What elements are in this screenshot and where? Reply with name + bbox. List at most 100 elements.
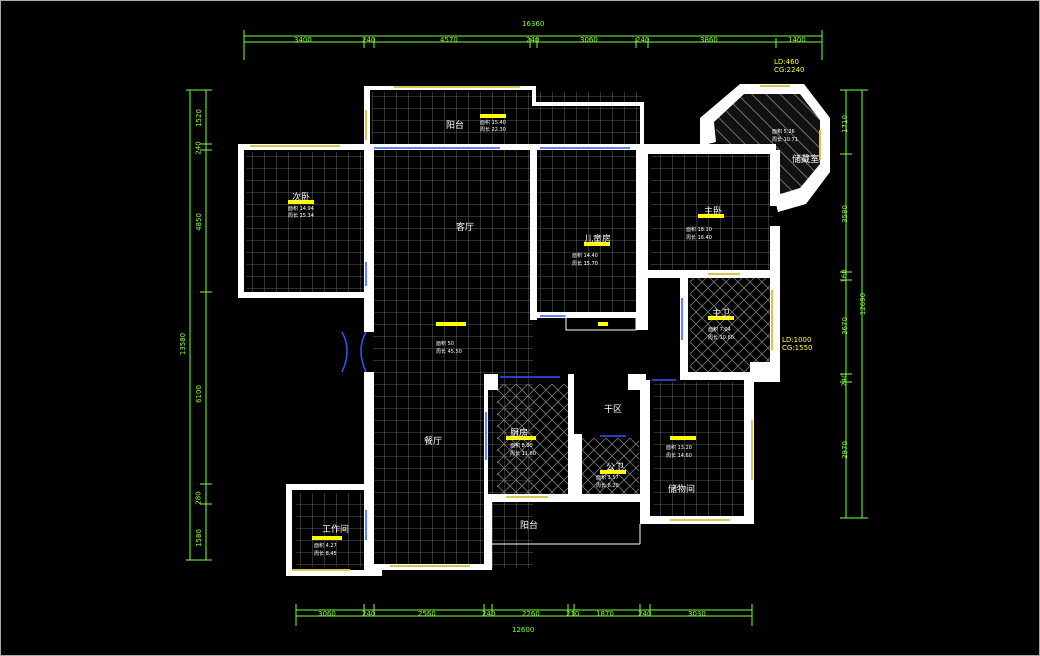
area-value: 15.40	[491, 120, 506, 126]
dim-right-part: 3580	[840, 205, 849, 223]
room-label-bath: 公卫	[606, 463, 625, 473]
area-value: 8.00	[521, 443, 533, 449]
room-label-child-room: 儿童房	[584, 235, 612, 245]
dim-left-total: 13580	[179, 332, 188, 356]
dim-top-part: 3860	[700, 36, 718, 44]
area-label: 面积	[572, 253, 583, 259]
note-ld-mid: LD:1000	[782, 336, 812, 344]
area-value: 18.10	[697, 227, 712, 233]
dimension-lines	[186, 30, 868, 626]
dim-top-part: 3060	[580, 36, 598, 44]
dim-right-part: 3670	[840, 317, 849, 335]
dim-top-part: 3400	[294, 36, 312, 44]
dim-left-part: 240	[194, 141, 203, 155]
perimeter-label: 周长	[596, 483, 607, 489]
room-label-bath-master: 主卫	[712, 309, 731, 319]
room-label-balcony-top: 阳台	[446, 121, 465, 131]
room-label-dining: 餐厅	[424, 437, 443, 447]
perimeter-value: 15.70	[583, 261, 598, 267]
area-value: 14.40	[583, 253, 598, 259]
dim-bottom-part: 240	[362, 610, 376, 618]
area-label: 面积	[288, 206, 299, 212]
room-label-study: 工作间	[322, 525, 350, 535]
note-cg-top: CG:2240	[774, 66, 805, 74]
room-label-kitchen: 厨房	[510, 429, 529, 439]
dim-left-part: 6100	[194, 385, 203, 403]
note-cg-mid: CG:1550	[782, 344, 813, 352]
dim-right-part: 240	[840, 373, 849, 387]
perimeter-value: 16.40	[697, 235, 712, 241]
dim-bottom-part: 240	[482, 610, 496, 618]
area-value: 3.57	[607, 475, 619, 481]
perimeter-label: 周长	[666, 453, 677, 459]
perimeter-label: 周长	[314, 551, 325, 557]
dim-bottom-part: 210	[566, 610, 580, 618]
dim-bottom-part: 3030	[688, 610, 706, 618]
perimeter-value: 22.30	[491, 127, 506, 133]
area-value: 7.04	[719, 327, 731, 333]
perimeter-value: 8.45	[325, 551, 337, 557]
dim-top-part: 1400	[788, 36, 806, 44]
dim-bottom-part: 3060	[318, 610, 336, 618]
area-label: 面积	[772, 129, 783, 135]
room-label-bay: 储藏室	[792, 155, 820, 165]
perimeter-value: 14.60	[677, 453, 692, 459]
perimeter-label: 周长	[686, 235, 697, 241]
dim-left-part: 1520	[194, 109, 203, 127]
perimeter-label: 周长	[572, 261, 583, 267]
dim-bottom-part: 240	[638, 610, 652, 618]
room-label-bedroom-left: 次卧	[292, 193, 311, 203]
perimeter-value: 11.60	[521, 451, 536, 457]
dim-left-part: 280	[194, 491, 203, 505]
dim-top-part: 240	[636, 36, 650, 44]
perimeter-value: 10.71	[783, 137, 798, 143]
dim-right-part: 1710	[840, 115, 849, 133]
area-label: 面积	[480, 120, 491, 126]
dim-bottom-total: 12600	[512, 626, 535, 634]
perimeter-label: 周长	[772, 137, 783, 143]
area-label: 面积	[708, 327, 719, 333]
perimeter-value: 15.34	[299, 213, 314, 219]
dim-top-total: 16360	[522, 20, 545, 28]
note-ld-top: LD:460	[774, 58, 800, 66]
windows	[250, 85, 821, 571]
dim-top-part: 4570	[440, 36, 458, 44]
room-label-storage: 储物间	[668, 485, 696, 495]
doors	[341, 147, 683, 540]
perimeter-value: 8.20	[607, 483, 619, 489]
dim-top-part: 240	[526, 36, 540, 44]
area-value: 50	[447, 341, 454, 347]
dim-left-part: 1580	[194, 529, 203, 547]
perimeter-label: 周长	[288, 213, 299, 219]
area-label: 面积	[510, 443, 521, 449]
area-label: 面积	[686, 227, 697, 233]
perimeter-label: 周长	[436, 349, 447, 355]
dim-right-part: 2970	[840, 441, 849, 459]
area-value: 4.27	[325, 543, 337, 549]
area-label: 面积	[314, 543, 325, 549]
perimeter-label: 周长	[480, 127, 491, 133]
perimeter-label: 周长	[510, 451, 521, 457]
area-value: 5.26	[783, 129, 795, 135]
room-label-master: 主卧	[704, 207, 723, 217]
room-label-dry-area: 干区	[604, 405, 623, 415]
counter	[565, 315, 637, 331]
dim-bottom-part: 1870	[596, 610, 614, 618]
area-label: 面积	[666, 445, 677, 451]
perimeter-label: 周长	[708, 335, 719, 341]
room-label-balcony-bottom: 阳台	[520, 521, 539, 531]
area-label: 面积	[436, 341, 447, 347]
dim-bottom-part: 2260	[522, 610, 540, 618]
area-value: 14.94	[299, 206, 314, 212]
